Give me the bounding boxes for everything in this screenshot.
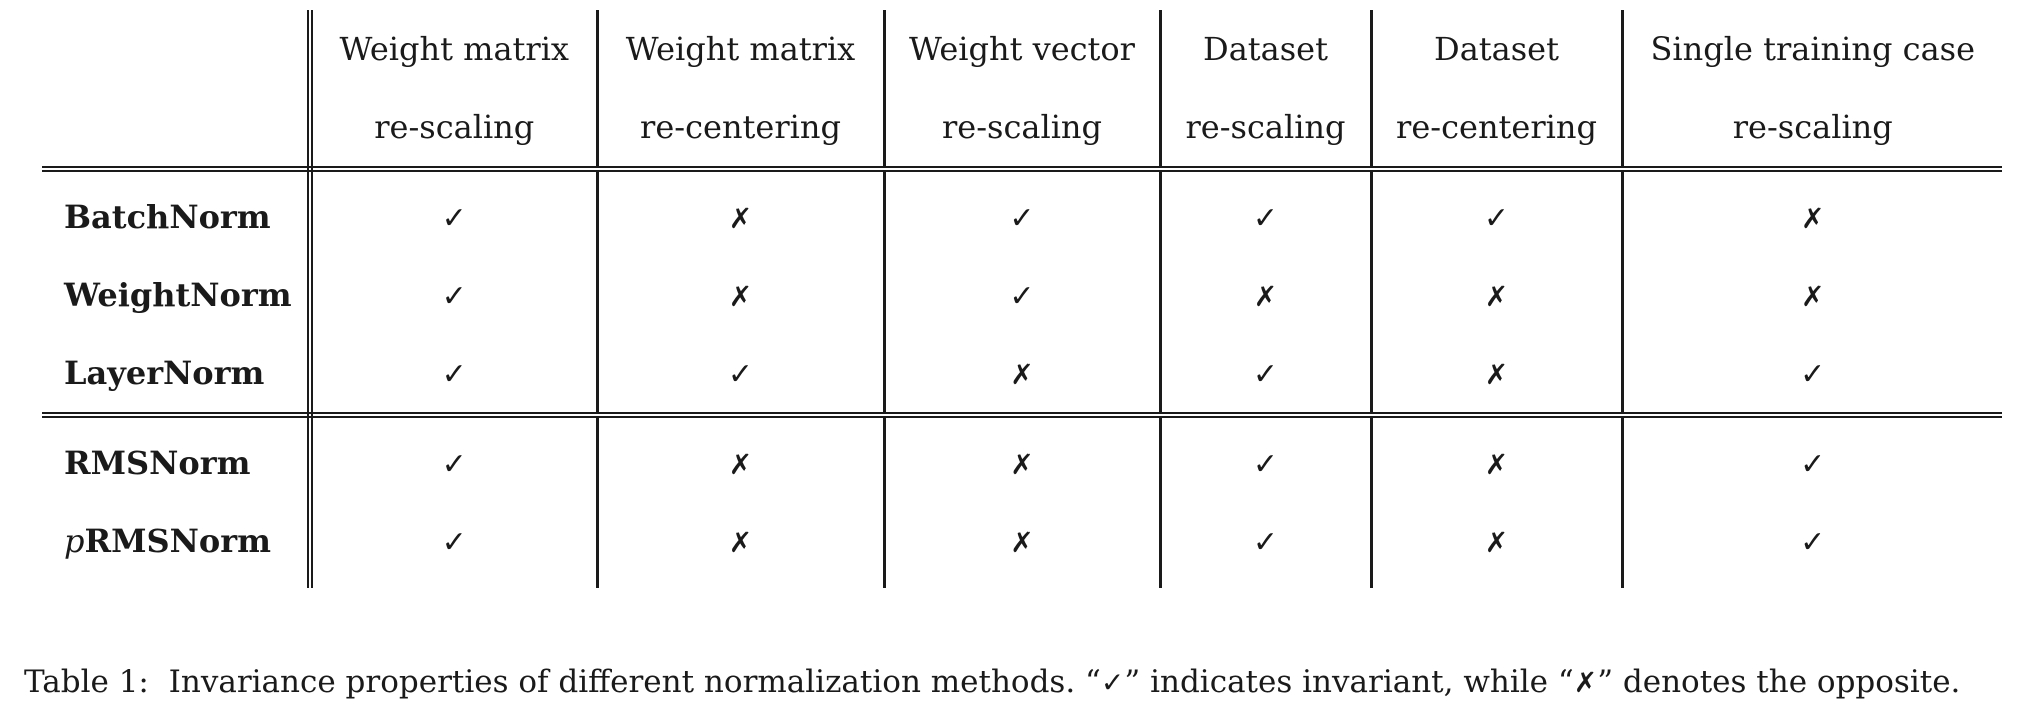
table-cell: ✓ bbox=[310, 169, 599, 256]
cross-mark-icon: ✗ bbox=[1573, 666, 1598, 699]
table-cell: ✓ bbox=[597, 334, 886, 418]
row-method-name: WeightNorm bbox=[42, 256, 313, 334]
invariance-mark: ✓ bbox=[441, 279, 467, 314]
table-cell: ✓ bbox=[1160, 415, 1373, 502]
invariance-mark: ✓ bbox=[441, 447, 467, 482]
table-row: WeightNorm ✓ ✗ ✓ ✗ ✗ ✗ bbox=[42, 256, 2002, 334]
invariance-mark: ✗ bbox=[728, 202, 753, 235]
header-weight-matrix-recentering: Weight matrix re-centering bbox=[597, 10, 886, 172]
table-row: RMSNorm ✓ ✗ ✗ ✓ ✗ ✓ bbox=[42, 415, 2002, 502]
table-cell: ✗ bbox=[1371, 415, 1624, 502]
invariance-table: Weight matrix re-scaling Weight matrix r… bbox=[42, 10, 2002, 588]
invariance-mark: ✓ bbox=[1252, 525, 1279, 560]
invariance-mark: ✓ bbox=[1252, 447, 1279, 482]
table-cell: ✗ bbox=[1371, 334, 1624, 418]
header-corner-cell bbox=[42, 10, 313, 172]
invariance-mark: ✓ bbox=[1483, 201, 1510, 236]
invariance-mark: ✗ bbox=[1010, 526, 1034, 559]
header-weight-vector-rescaling: Weight vector re-scaling bbox=[884, 10, 1162, 172]
table-cell: ✓ bbox=[1622, 415, 2002, 502]
header-dataset-recentering: Dataset re-centering bbox=[1371, 10, 1624, 172]
table-cell: ✗ bbox=[1371, 256, 1624, 334]
header-dataset-rescaling: Dataset re-scaling bbox=[1160, 10, 1373, 172]
table-cell: ✓ bbox=[1622, 502, 2002, 588]
invariance-mark: ✓ bbox=[1009, 279, 1035, 314]
row-method-name: RMSNorm bbox=[42, 415, 313, 502]
table-cell: ✗ bbox=[884, 502, 1162, 588]
invariance-mark: ✓ bbox=[441, 525, 467, 560]
table-cell: ✓ bbox=[310, 256, 599, 334]
invariance-mark: ✗ bbox=[1484, 280, 1509, 313]
invariance-mark: ✓ bbox=[727, 357, 754, 392]
check-mark-icon: ✓ bbox=[1100, 666, 1125, 699]
caption-label: Table 1: bbox=[24, 664, 149, 700]
table-cell: ✓ bbox=[310, 502, 599, 588]
invariance-mark: ✓ bbox=[1800, 447, 1826, 482]
table-cell: ✓ bbox=[1622, 334, 2002, 418]
invariance-mark: ✗ bbox=[1484, 526, 1509, 559]
table-row: LayerNorm ✓ ✓ ✗ ✓ ✗ ✓ bbox=[42, 334, 2002, 418]
caption-text-after: ” denotes the opposite. bbox=[1597, 664, 1961, 700]
table-cell: ✓ bbox=[310, 415, 599, 502]
table-row: BatchNorm ✓ ✗ ✓ ✓ ✓ ✗ bbox=[42, 169, 2002, 256]
table-cell: ✓ bbox=[1160, 169, 1373, 256]
invariance-mark: ✗ bbox=[728, 448, 753, 481]
invariance-mark: ✗ bbox=[1484, 448, 1509, 481]
invariance-mark: ✓ bbox=[1009, 201, 1035, 236]
invariance-mark: ✗ bbox=[1801, 202, 1825, 235]
table-cell: ✓ bbox=[884, 256, 1162, 334]
table-cell: ✗ bbox=[597, 415, 886, 502]
row-method-name: pRMSNorm bbox=[42, 502, 313, 588]
table-cell: ✗ bbox=[884, 415, 1162, 502]
table-cell: ✓ bbox=[884, 169, 1162, 256]
caption-text-middle: ” indicates invariant, while “ bbox=[1124, 664, 1574, 700]
table-header-row: Weight matrix re-scaling Weight matrix r… bbox=[42, 10, 2002, 172]
invariance-mark: ✗ bbox=[1010, 448, 1034, 481]
invariance-mark: ✓ bbox=[1252, 201, 1279, 236]
invariance-mark: ✗ bbox=[728, 526, 753, 559]
table-cell: ✗ bbox=[1622, 256, 2002, 334]
row-method-name: LayerNorm bbox=[42, 334, 313, 418]
invariance-mark: ✓ bbox=[441, 357, 467, 392]
invariance-mark: ✓ bbox=[1252, 357, 1279, 392]
table-cell: ✓ bbox=[1160, 502, 1373, 588]
header-single-training-case-rescaling: Single training case re-scaling bbox=[1622, 10, 2002, 172]
table-cell: ✗ bbox=[1160, 256, 1373, 334]
invariance-mark: ✓ bbox=[1800, 357, 1826, 392]
caption-text-before: Invariance properties of different norma… bbox=[168, 664, 1101, 700]
invariance-mark: ✗ bbox=[1801, 280, 1825, 313]
invariance-table-container: Weight matrix re-scaling Weight matrix r… bbox=[42, 10, 2002, 588]
table-cell: ✗ bbox=[597, 502, 886, 588]
invariance-mark: ✓ bbox=[441, 201, 467, 236]
invariance-mark: ✓ bbox=[1800, 525, 1826, 560]
header-weight-matrix-rescaling: Weight matrix re-scaling bbox=[310, 10, 599, 172]
table-cell: ✓ bbox=[310, 334, 599, 418]
invariance-mark: ✗ bbox=[1010, 358, 1034, 391]
invariance-mark: ✗ bbox=[1484, 358, 1509, 391]
table-cell: ✓ bbox=[1160, 334, 1373, 418]
table-cell: ✓ bbox=[1371, 169, 1624, 256]
table-cell: ✗ bbox=[884, 334, 1162, 418]
table-row: pRMSNorm ✓ ✗ ✗ ✓ ✗ ✓ bbox=[42, 502, 2002, 588]
row-method-name: BatchNorm bbox=[42, 169, 313, 256]
table-cell: ✗ bbox=[1622, 169, 2002, 256]
table-caption: Table 1: Invariance properties of differ… bbox=[24, 664, 2014, 700]
table-cell: ✗ bbox=[597, 256, 886, 334]
invariance-mark: ✗ bbox=[728, 280, 753, 313]
table-cell: ✗ bbox=[1371, 502, 1624, 588]
invariance-mark: ✗ bbox=[1253, 280, 1278, 313]
table-cell: ✗ bbox=[597, 169, 886, 256]
